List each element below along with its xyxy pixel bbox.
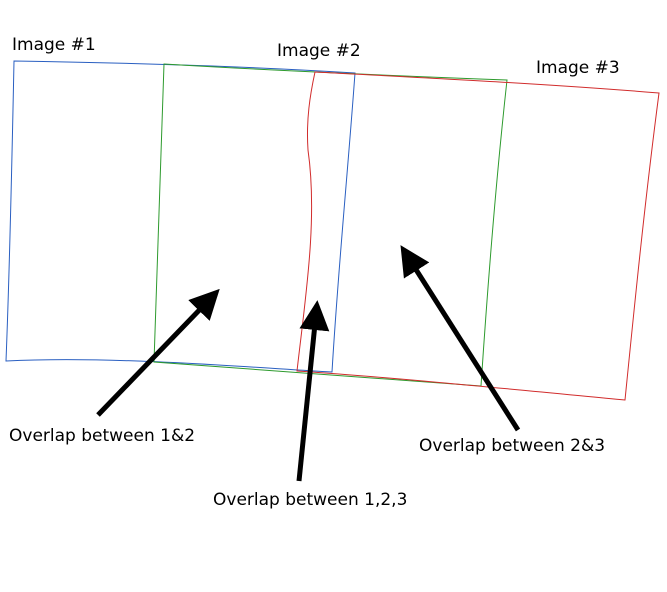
image-3-label: Image #3: [536, 58, 620, 78]
overlap-1-2-3-label: Overlap between 1,2,3: [213, 490, 408, 510]
image-1-label: Image #1: [12, 35, 96, 55]
image-1-frame: [5, 60, 356, 373]
image-2-label: Image #2: [277, 41, 361, 61]
image-3-frame: [296, 71, 660, 401]
overlap-1-2-label: Overlap between 1&2: [9, 426, 196, 446]
arrow-overlap-1-2-3: [296, 300, 330, 482]
overlap-2-3-label: Overlap between 2&3: [419, 436, 606, 456]
arrow-overlap-1-2: [96, 288, 220, 417]
arrow-overlap-2-3: [400, 245, 521, 432]
image-2-frame: [153, 63, 508, 387]
